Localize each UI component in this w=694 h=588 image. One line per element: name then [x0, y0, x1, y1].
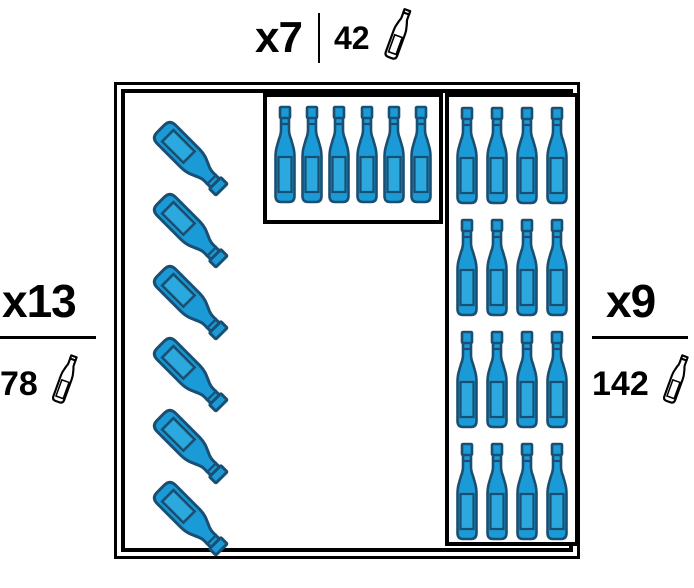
left-total-row: 78 [0, 351, 86, 416]
tilted-bottle-icon [139, 251, 239, 351]
upright-bottle-icon [514, 103, 540, 207]
left-total: 78 [0, 364, 38, 403]
top-multiplier: x7 [255, 13, 303, 62]
bottle-outline-icon [44, 351, 86, 416]
left-rack-section [125, 93, 261, 557]
tilted-bottle-icon [139, 179, 239, 279]
bottle-outline-icon [376, 5, 420, 72]
top-rack-section [263, 93, 443, 224]
upright-bottle-icon [454, 439, 480, 543]
right-total-row: 142 [592, 351, 694, 416]
right-total: 142 [592, 364, 649, 403]
right-count-label: x9 142 [592, 278, 694, 416]
upright-bottle-icon [484, 327, 510, 431]
upright-bottle-icon [454, 215, 480, 319]
upright-bottle-icon [484, 439, 510, 543]
bottle-outline-icon [655, 351, 694, 416]
upright-bottle-icon [514, 215, 540, 319]
tilted-bottle-icon [139, 467, 239, 567]
upright-bottle-icon [326, 102, 352, 206]
cellar-outer-frame [114, 82, 580, 559]
top-divider [317, 13, 320, 63]
upright-bottle-icon [299, 102, 325, 206]
upright-bottle-icon [484, 103, 510, 207]
right-multiplier: x9 [606, 275, 656, 327]
tilted-bottle-icon [139, 107, 239, 207]
upright-bottle-icon [514, 439, 540, 543]
upright-bottle-icon [514, 327, 540, 431]
left-rack-bottle-column [125, 93, 261, 557]
right-rack-section [445, 93, 579, 546]
right-rack-bottle-row [449, 439, 575, 543]
upright-bottle-icon [408, 102, 434, 206]
right-divider [592, 336, 688, 339]
upright-bottle-icon [544, 327, 570, 431]
diagram-canvas: x7 42 x13 78 [0, 4, 694, 559]
tilted-bottle-icon [139, 323, 239, 423]
left-count-label: x13 78 [0, 278, 104, 416]
upright-bottle-icon [354, 102, 380, 206]
upright-bottle-icon [544, 439, 570, 543]
cellar-inner-frame [121, 89, 579, 557]
right-rack-bottle-row [449, 327, 575, 431]
tilted-bottle-icon [139, 395, 239, 495]
left-divider [0, 336, 96, 339]
upright-bottle-icon [454, 103, 480, 207]
upright-bottle-icon [484, 215, 510, 319]
top-total: 42 [333, 20, 370, 56]
right-rack-bottle-row [449, 215, 575, 319]
left-multiplier: x13 [2, 275, 77, 327]
upright-bottle-icon [454, 327, 480, 431]
upright-bottle-icon [544, 215, 570, 319]
top-count-label: x7 42 [255, 4, 475, 72]
upright-bottle-icon [544, 103, 570, 207]
right-rack-bottle-row [449, 103, 575, 207]
top-rack-bottle-row [267, 102, 439, 206]
upright-bottle-icon [272, 102, 298, 206]
upright-bottle-icon [381, 102, 407, 206]
